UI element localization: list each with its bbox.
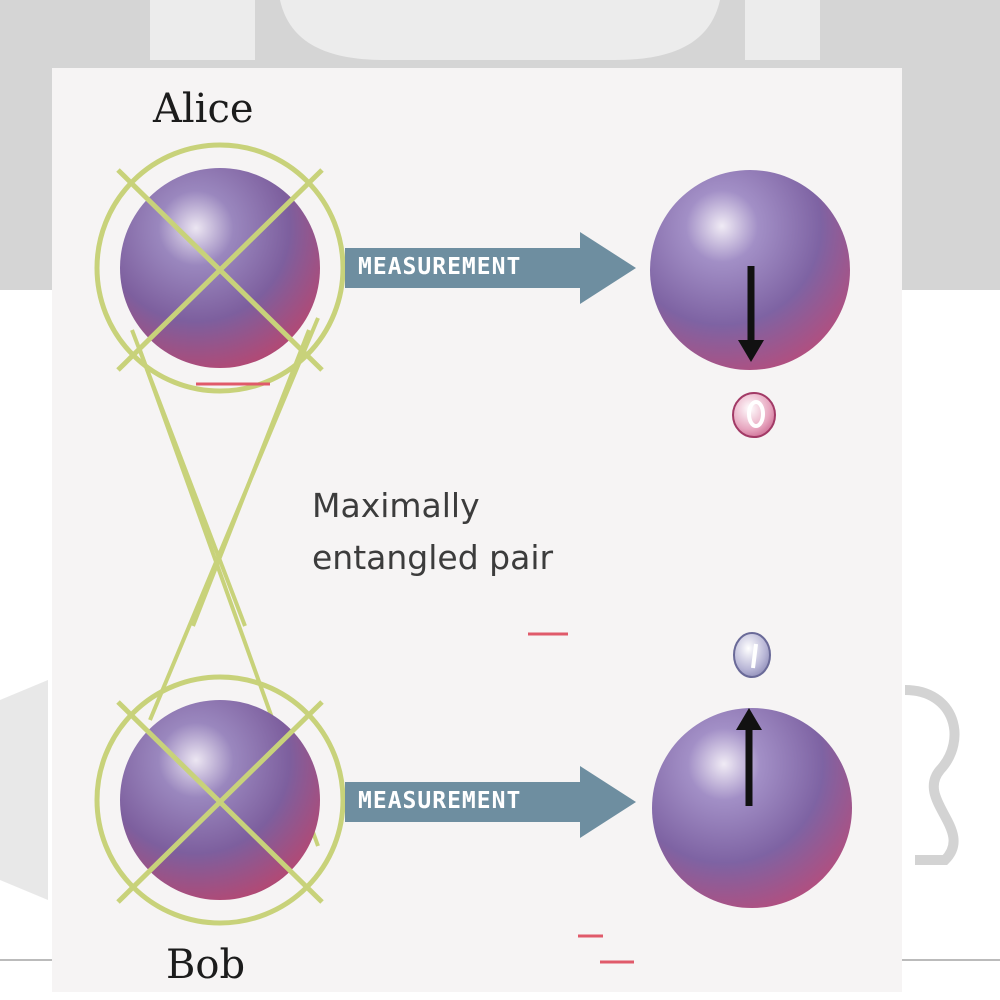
alice-label: Alice — [153, 86, 254, 132]
bob-label: Bob — [166, 942, 246, 988]
entangled-pair-caption: Maximally entangled pair — [312, 480, 553, 584]
alice-entangled-qubit — [94, 142, 346, 394]
bob-entangled-qubit — [94, 674, 346, 926]
measurement-arrow-bottom — [345, 766, 636, 838]
red-marks — [196, 382, 634, 964]
measurement-label-top: MEASUREMENT — [358, 254, 522, 280]
measurement-label-bottom: MEASUREMENT — [358, 788, 522, 814]
outcome-chip-zero — [732, 392, 776, 438]
measurement-arrow-top — [345, 232, 636, 304]
outcome-chip-one — [733, 632, 771, 678]
bob-measured-qubit — [652, 708, 852, 908]
caption-line-2: entangled pair — [312, 538, 554, 577]
alice-measured-qubit — [650, 170, 850, 370]
caption-line-1: Maximally — [312, 486, 480, 525]
entanglement-link — [130, 317, 320, 847]
